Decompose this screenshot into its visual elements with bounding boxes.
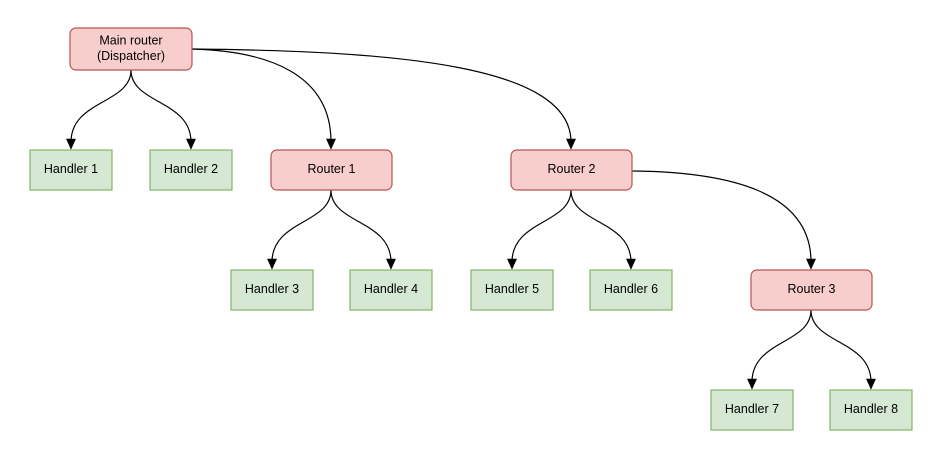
edge-connector: [330, 189, 396, 270]
edge-line: [191, 48, 332, 143]
node-handler-5[interactable]: Handler 5: [470, 269, 554, 311]
handler-box[interactable]: [829, 389, 913, 431]
router-box[interactable]: [270, 149, 393, 191]
edges-layer: [66, 48, 876, 390]
router-box[interactable]: [750, 269, 873, 311]
node-router-3[interactable]: Router 3: [750, 269, 873, 311]
node-label-line: (Dispatcher): [97, 49, 165, 63]
handler-box[interactable]: [470, 269, 554, 311]
node-handler-3[interactable]: Handler 3: [230, 269, 314, 311]
node-handler-2[interactable]: Handler 2: [149, 149, 233, 191]
handler-box[interactable]: [710, 389, 794, 431]
edge-line: [570, 189, 632, 263]
node-handler-7[interactable]: Handler 7: [710, 389, 794, 431]
router-box[interactable]: [69, 27, 193, 71]
edge-line: [271, 189, 332, 263]
node-label: Handler 4: [364, 282, 418, 296]
node-label-line: Main router: [99, 34, 162, 48]
node-label: Handler 6: [604, 282, 658, 296]
edge-line: [191, 48, 572, 143]
arrow-head-icon: [747, 378, 757, 390]
edge-line: [810, 309, 872, 383]
node-label-line: Handler 4: [364, 282, 418, 296]
node-label-line: Handler 1: [44, 162, 98, 176]
edge-connector: [570, 189, 636, 270]
edge-connector: [631, 170, 816, 270]
node-label: Main router(Dispatcher): [97, 34, 165, 64]
edge-line: [631, 170, 812, 263]
node-handler-4[interactable]: Handler 4: [349, 269, 433, 311]
handler-box[interactable]: [230, 269, 314, 311]
edge-line: [751, 309, 812, 383]
edge-connector: [191, 48, 576, 150]
node-label: Handler 7: [725, 402, 779, 416]
node-label-line: Handler 7: [725, 402, 779, 416]
edge-connector: [191, 48, 336, 150]
handler-box[interactable]: [349, 269, 433, 311]
node-label-line: Router 1: [308, 162, 356, 176]
edge-connector: [507, 189, 572, 270]
arrow-head-icon: [806, 258, 816, 270]
edge-connector: [66, 69, 132, 150]
node-label-line: Handler 8: [844, 402, 898, 416]
edge-connector: [267, 189, 332, 270]
arrow-head-icon: [507, 258, 517, 270]
arrow-head-icon: [866, 378, 876, 390]
handler-box[interactable]: [149, 149, 233, 191]
node-label-line: Handler 6: [604, 282, 658, 296]
edge-connector: [130, 69, 196, 150]
node-label: Handler 2: [164, 162, 218, 176]
edge-connector: [747, 309, 812, 390]
node-main-router[interactable]: Main router(Dispatcher): [69, 27, 193, 71]
node-label: Handler 5: [485, 282, 539, 296]
router-box[interactable]: [510, 149, 633, 191]
node-handler-6[interactable]: Handler 6: [589, 269, 673, 311]
node-label: Handler 3: [245, 282, 299, 296]
node-label: Handler 8: [844, 402, 898, 416]
node-label-line: Router 3: [788, 282, 836, 296]
arrow-head-icon: [386, 258, 396, 270]
edge-line: [130, 69, 192, 143]
edge-line: [511, 189, 572, 263]
node-label: Router 1: [308, 162, 356, 176]
arrow-head-icon: [326, 138, 336, 150]
arrow-head-icon: [626, 258, 636, 270]
nodes-layer: Main router(Dispatcher) Handler 1 Handler …: [29, 27, 913, 431]
handler-box[interactable]: [29, 149, 113, 191]
node-label-line: Router 2: [548, 162, 596, 176]
node-handler-8[interactable]: Handler 8: [829, 389, 913, 431]
arrow-head-icon: [267, 258, 277, 270]
arrow-head-icon: [566, 138, 576, 150]
node-label-line: Handler 3: [245, 282, 299, 296]
node-label: Handler 1: [44, 162, 98, 176]
arrow-head-icon: [186, 138, 196, 150]
edge-line: [70, 69, 132, 143]
node-router-1[interactable]: Router 1: [270, 149, 393, 191]
edge-line: [330, 189, 392, 263]
node-router-2[interactable]: Router 2: [510, 149, 633, 191]
node-label-line: Handler 2: [164, 162, 218, 176]
node-label: Router 3: [788, 282, 836, 296]
arrow-head-icon: [66, 138, 76, 150]
node-handler-1[interactable]: Handler 1: [29, 149, 113, 191]
node-label-line: Handler 5: [485, 282, 539, 296]
node-label: Router 2: [548, 162, 596, 176]
handler-box[interactable]: [589, 269, 673, 311]
edge-connector: [810, 309, 876, 390]
